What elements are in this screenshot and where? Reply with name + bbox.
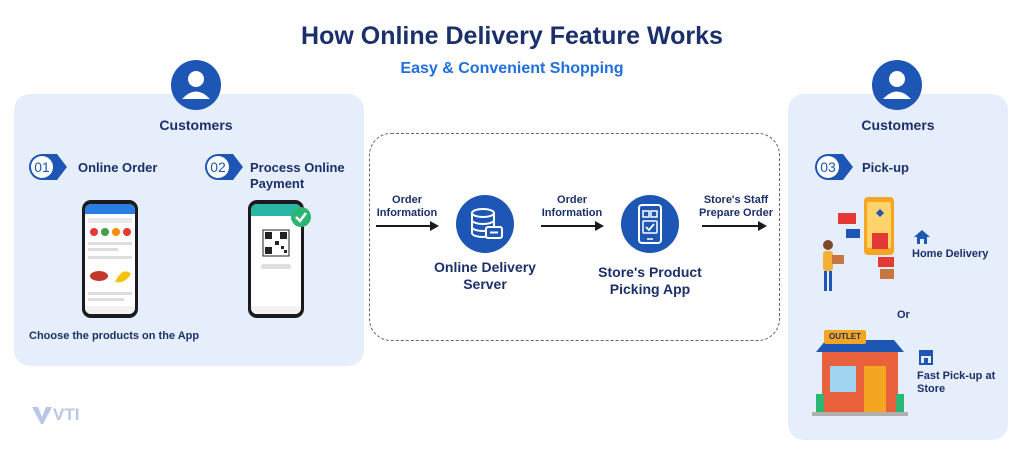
arrow-3-label: Store's Staff Prepare Order bbox=[699, 194, 773, 219]
picking-app-label: Store's Product Picking App bbox=[598, 264, 702, 297]
step-01-label: Online Order bbox=[78, 160, 158, 175]
step-03-label: Pick-up bbox=[862, 160, 909, 175]
customer-avatar-icon bbox=[872, 60, 922, 110]
left-panel-caption: Choose the products on the App bbox=[29, 330, 200, 342]
or-label: Or bbox=[897, 309, 910, 321]
home-icon bbox=[913, 228, 931, 246]
picking-app-icon bbox=[621, 195, 679, 253]
customer-avatar-icon bbox=[171, 60, 221, 110]
arrow-2-label: Order Information bbox=[541, 194, 603, 219]
arrow-2-icon bbox=[541, 219, 605, 231]
page-subtitle: Easy & Convenient Shopping bbox=[400, 60, 624, 77]
arrow-3-icon bbox=[702, 219, 768, 231]
home-delivery-illustration bbox=[818, 195, 910, 295]
server-icon bbox=[456, 195, 514, 253]
step-03-number: 03 bbox=[820, 159, 836, 175]
arrow-1-label: Order Information bbox=[376, 194, 438, 219]
step-01-number: 01 bbox=[34, 159, 50, 175]
step-03-badge bbox=[813, 152, 855, 182]
vti-logo-text: VTI bbox=[53, 405, 80, 424]
left-panel-heading: Customers bbox=[159, 117, 233, 133]
fast-pickup-label: Fast Pick-up at Store bbox=[917, 370, 996, 395]
store-sign: OUTLET bbox=[824, 330, 866, 344]
shopping-app-phone bbox=[82, 200, 138, 318]
step-02-badge bbox=[203, 152, 245, 182]
vti-logo: VTI bbox=[31, 403, 95, 427]
arrow-1-icon bbox=[376, 219, 440, 231]
left-customer-panel bbox=[14, 94, 364, 366]
step-02-number: 02 bbox=[210, 159, 226, 175]
processing-frame bbox=[369, 133, 780, 341]
home-delivery-label: Home Delivery bbox=[912, 248, 989, 260]
shop-icon bbox=[917, 348, 935, 366]
check-icon bbox=[290, 206, 312, 228]
store-sign-text: OUTLET bbox=[829, 332, 861, 341]
server-label: Online Delivery Server bbox=[434, 259, 536, 292]
right-panel-heading: Customers bbox=[861, 117, 935, 133]
page-title: How Online Delivery Feature Works bbox=[301, 22, 723, 50]
step-02-label: Process Online Payment bbox=[250, 160, 345, 191]
step-01-badge bbox=[27, 152, 69, 182]
